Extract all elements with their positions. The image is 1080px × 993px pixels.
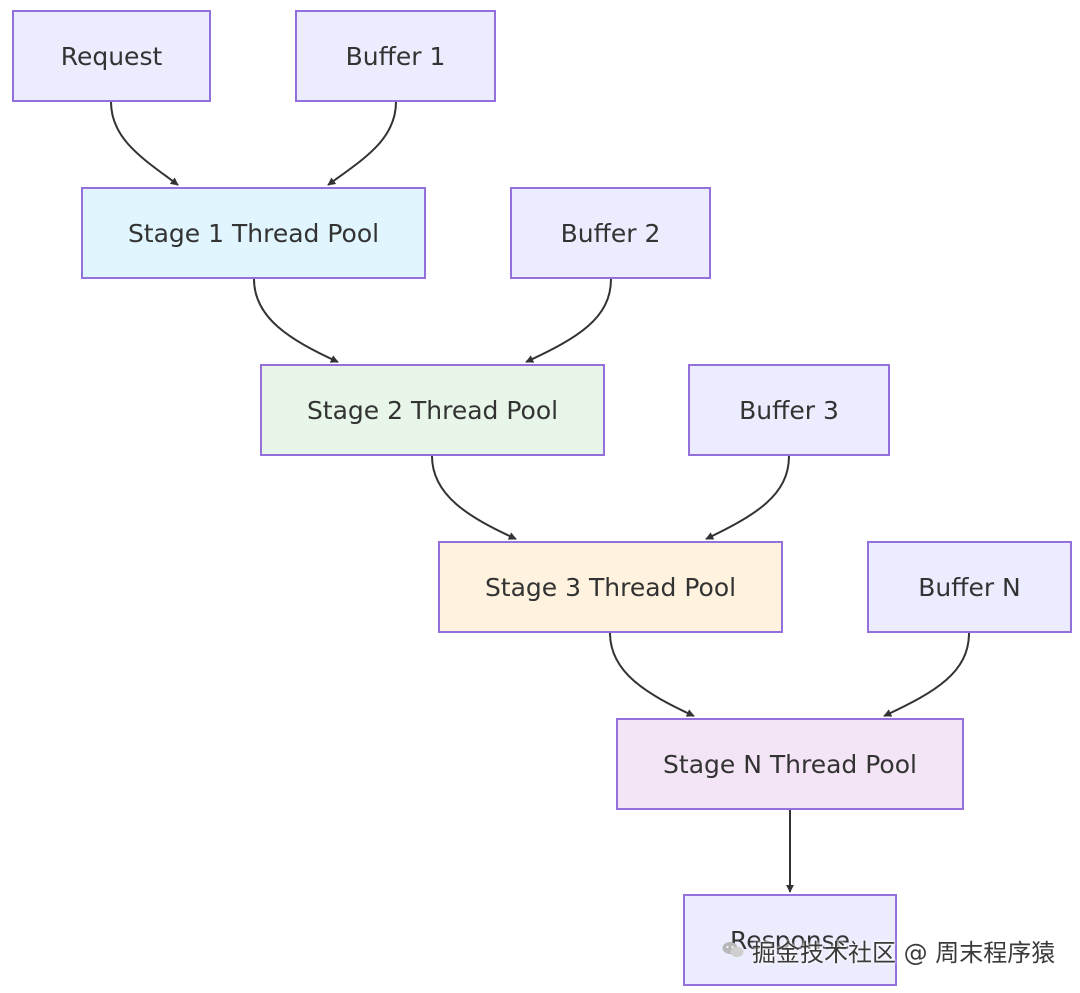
edge-buffer2-to-stage2 [525, 278, 612, 363]
edge-buffer1-to-stage1 [327, 101, 397, 186]
watermark: 掘金技术社区 @ 周末程序猿 [722, 928, 1055, 972]
node-request: Request [12, 10, 211, 102]
node-stage-n-label: Stage N Thread Pool [663, 749, 917, 779]
node-buffer-2: Buffer 2 [510, 187, 711, 279]
node-request-label: Request [60, 41, 163, 71]
node-stage-3-thread-pool: Stage 3 Thread Pool [438, 541, 783, 633]
node-stage-n-thread-pool: Stage N Thread Pool [616, 718, 964, 810]
wechat-logo-icon [722, 942, 744, 958]
edge-bufferN-to-stageN [883, 632, 970, 717]
node-buffer-3-label: Buffer 3 [739, 395, 839, 425]
node-stage-2-label: Stage 2 Thread Pool [306, 395, 559, 425]
node-stage-2-thread-pool: Stage 2 Thread Pool [260, 364, 605, 456]
edge-stage2-to-stage3 [431, 455, 517, 540]
node-stage-1-label: Stage 1 Thread Pool [127, 218, 380, 248]
node-buffer-n-label: Buffer N [918, 572, 1021, 602]
node-stage-1-thread-pool: Stage 1 Thread Pool [81, 187, 426, 279]
node-stage-3-label: Stage 3 Thread Pool [484, 572, 737, 602]
edge-stage1-to-stage2 [253, 278, 339, 363]
node-buffer-n: Buffer N [867, 541, 1072, 633]
edge-buffer3-to-stage3 [705, 455, 790, 540]
watermark-text: 掘金技术社区 @ 周末程序猿 [752, 938, 1056, 967]
edge-stage3-to-stageN [609, 632, 695, 717]
node-buffer-2-label: Buffer 2 [560, 218, 661, 248]
node-buffer-3: Buffer 3 [688, 364, 890, 456]
node-response-label: Response [729, 925, 851, 955]
edge-request-to-stage1 [110, 101, 179, 186]
node-buffer-1-label: Buffer 1 [345, 41, 446, 71]
node-buffer-1: Buffer 1 [295, 10, 496, 102]
node-response: Response [683, 894, 897, 986]
